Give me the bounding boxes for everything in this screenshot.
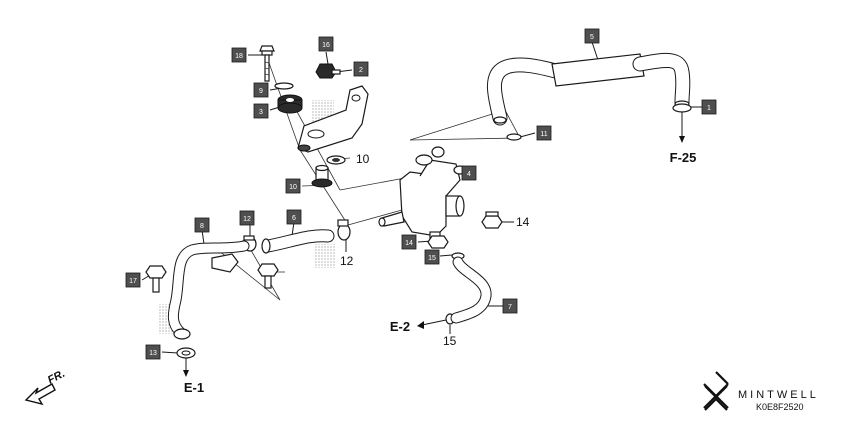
reference-e2: E-2 (390, 319, 410, 334)
callout-14-plain: 14 (516, 215, 530, 229)
svg-text:2: 2 (359, 67, 363, 74)
grommet-10-upper (326, 155, 346, 165)
callout-10-box: 10 (285, 178, 301, 194)
reference-e1: E-1 (184, 380, 204, 395)
svg-text:11: 11 (540, 131, 547, 138)
nut-14-left (427, 235, 449, 249)
callout-6: 6 (286, 209, 302, 225)
svg-text:16: 16 (322, 42, 330, 49)
callout-12-plain: 12 (340, 254, 354, 268)
nut-14-right (481, 211, 503, 229)
bolt-17-left (145, 265, 167, 293)
front-direction-arrow: FR. (24, 368, 67, 406)
bolt-16 (315, 63, 341, 79)
callout-16: 16 (318, 36, 334, 52)
brand-name: MINTWELL (738, 389, 819, 401)
callout-10-plain: 10 (356, 152, 370, 166)
svg-text:14: 14 (405, 240, 413, 247)
svg-text:12: 12 (243, 216, 251, 223)
callout-2: 2 (353, 61, 369, 77)
svg-text:10: 10 (289, 184, 297, 191)
svg-text:1: 1 (707, 105, 711, 112)
callout-4: 4 (461, 165, 477, 181)
clip-1 (672, 103, 692, 113)
air-valve-4 (378, 146, 467, 243)
callout-12-box: 12 (239, 210, 255, 226)
callout-15-box: 15 (424, 249, 440, 265)
svg-text:3: 3 (259, 109, 263, 116)
hose-5 (487, 53, 691, 126)
washer-9 (274, 82, 294, 90)
clip-11 (506, 133, 522, 141)
callout-17: 17 (125, 272, 141, 288)
callout-11: 11 (536, 125, 552, 141)
bolt-17-right (257, 263, 279, 289)
callout-18: 18 (231, 47, 247, 63)
callout-15-plain: 15 (443, 334, 457, 348)
grommet-10-lower (311, 164, 333, 188)
svg-text:6: 6 (292, 215, 296, 222)
grommet-3 (277, 94, 303, 114)
brand-logo: MINTWELL K0E8F2520 (703, 371, 819, 412)
front-label: FR. (46, 368, 67, 387)
pipe-8 (167, 240, 250, 340)
bolt-18 (259, 45, 275, 82)
svg-text:8: 8 (200, 223, 204, 230)
svg-text:15: 15 (428, 255, 436, 262)
bracket-2 (297, 85, 369, 153)
svg-text:18: 18 (235, 53, 243, 60)
callout-13: 13 (145, 344, 161, 360)
callout-9: 9 (253, 82, 269, 98)
callout-7: 7 (502, 298, 518, 314)
svg-text:7: 7 (508, 304, 512, 311)
callout-3: 3 (253, 103, 269, 119)
hose-6 (261, 229, 335, 254)
callout-5: 5 (584, 28, 600, 44)
svg-text:4: 4 (467, 171, 471, 178)
callout-1: 1 (701, 99, 717, 115)
svg-text:5: 5 (590, 34, 594, 41)
callout-14-box: 14 (401, 234, 417, 250)
reference-f25: F-25 (670, 150, 697, 165)
hose-7 (450, 256, 492, 324)
svg-text:17: 17 (129, 278, 137, 285)
callout-8: 8 (194, 217, 210, 233)
diagram-code: K0E8F2520 (756, 402, 804, 412)
svg-text:9: 9 (259, 88, 263, 95)
svg-text:13: 13 (149, 350, 157, 357)
clip-12-right (337, 219, 351, 241)
